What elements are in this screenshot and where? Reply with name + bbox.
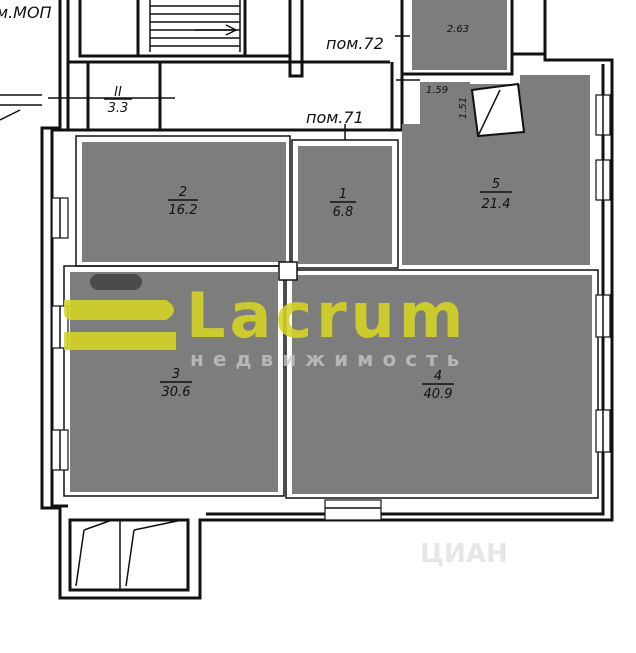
upper-area bbox=[48, 0, 545, 140]
text-labels: м.МОП пом.72 пом.71 2.63 II 3.3 1.59 1.5… bbox=[0, 3, 469, 127]
window-left-1 bbox=[51, 197, 69, 239]
room-2-label: 2 16.2 bbox=[168, 185, 198, 218]
watermark-tagline: недвижимость bbox=[190, 347, 468, 371]
label-dim-159: 1.59 bbox=[426, 85, 448, 96]
door-bottom bbox=[324, 499, 382, 521]
window-right-1 bbox=[595, 94, 611, 136]
label-room-2-63: 2.63 bbox=[447, 24, 469, 35]
room-labels: 2 16.2 1 6.8 5 21.4 3 30.6 4 40.9 bbox=[160, 177, 512, 402]
entry-vestibule bbox=[68, 518, 190, 592]
room-4-label: 4 40.9 bbox=[422, 369, 454, 402]
window-right-3 bbox=[595, 294, 611, 338]
window-left-3 bbox=[51, 429, 69, 471]
room-5-label: 5 21.4 bbox=[480, 177, 512, 212]
room-3-area: 30.6 bbox=[162, 385, 191, 400]
room-5 bbox=[402, 75, 590, 265]
internal-walls bbox=[63, 79, 599, 499]
room-2-number: 2 bbox=[179, 185, 187, 200]
windows bbox=[51, 94, 611, 521]
label-room-II: II bbox=[114, 85, 122, 100]
room-1 bbox=[298, 146, 392, 264]
watermark-brand: Lacrum bbox=[186, 279, 467, 352]
room-1-number: 1 bbox=[339, 187, 347, 202]
window-right-4 bbox=[595, 409, 611, 453]
room-1-label: 1 6.8 bbox=[330, 187, 356, 220]
staircase bbox=[149, 0, 241, 52]
lacrum-logo-icon bbox=[64, 274, 176, 350]
room-4-number: 4 bbox=[434, 369, 442, 384]
room-5-area: 21.4 bbox=[482, 197, 511, 212]
room-1-area: 6.8 bbox=[333, 205, 354, 220]
label-room-II-area: 3.3 bbox=[108, 101, 129, 116]
watermark-cian: ЦИАН bbox=[420, 539, 508, 569]
room-3-number: 3 bbox=[172, 367, 180, 382]
room-3-label: 3 30.6 bbox=[160, 367, 192, 400]
room-5-number: 5 bbox=[492, 177, 500, 192]
watermark: Lacrum недвижимость ЦИАН bbox=[64, 274, 508, 569]
label-mop: м.МОП bbox=[0, 3, 52, 22]
room-2-area: 16.2 bbox=[169, 203, 198, 218]
label-pom71: пом.71 bbox=[306, 108, 364, 127]
room-2 bbox=[82, 142, 286, 262]
label-pom72: пом.72 bbox=[326, 34, 384, 53]
window-right-2 bbox=[595, 159, 611, 201]
room-4-area: 40.9 bbox=[424, 387, 453, 402]
label-dim-151: 1.51 bbox=[458, 97, 469, 119]
